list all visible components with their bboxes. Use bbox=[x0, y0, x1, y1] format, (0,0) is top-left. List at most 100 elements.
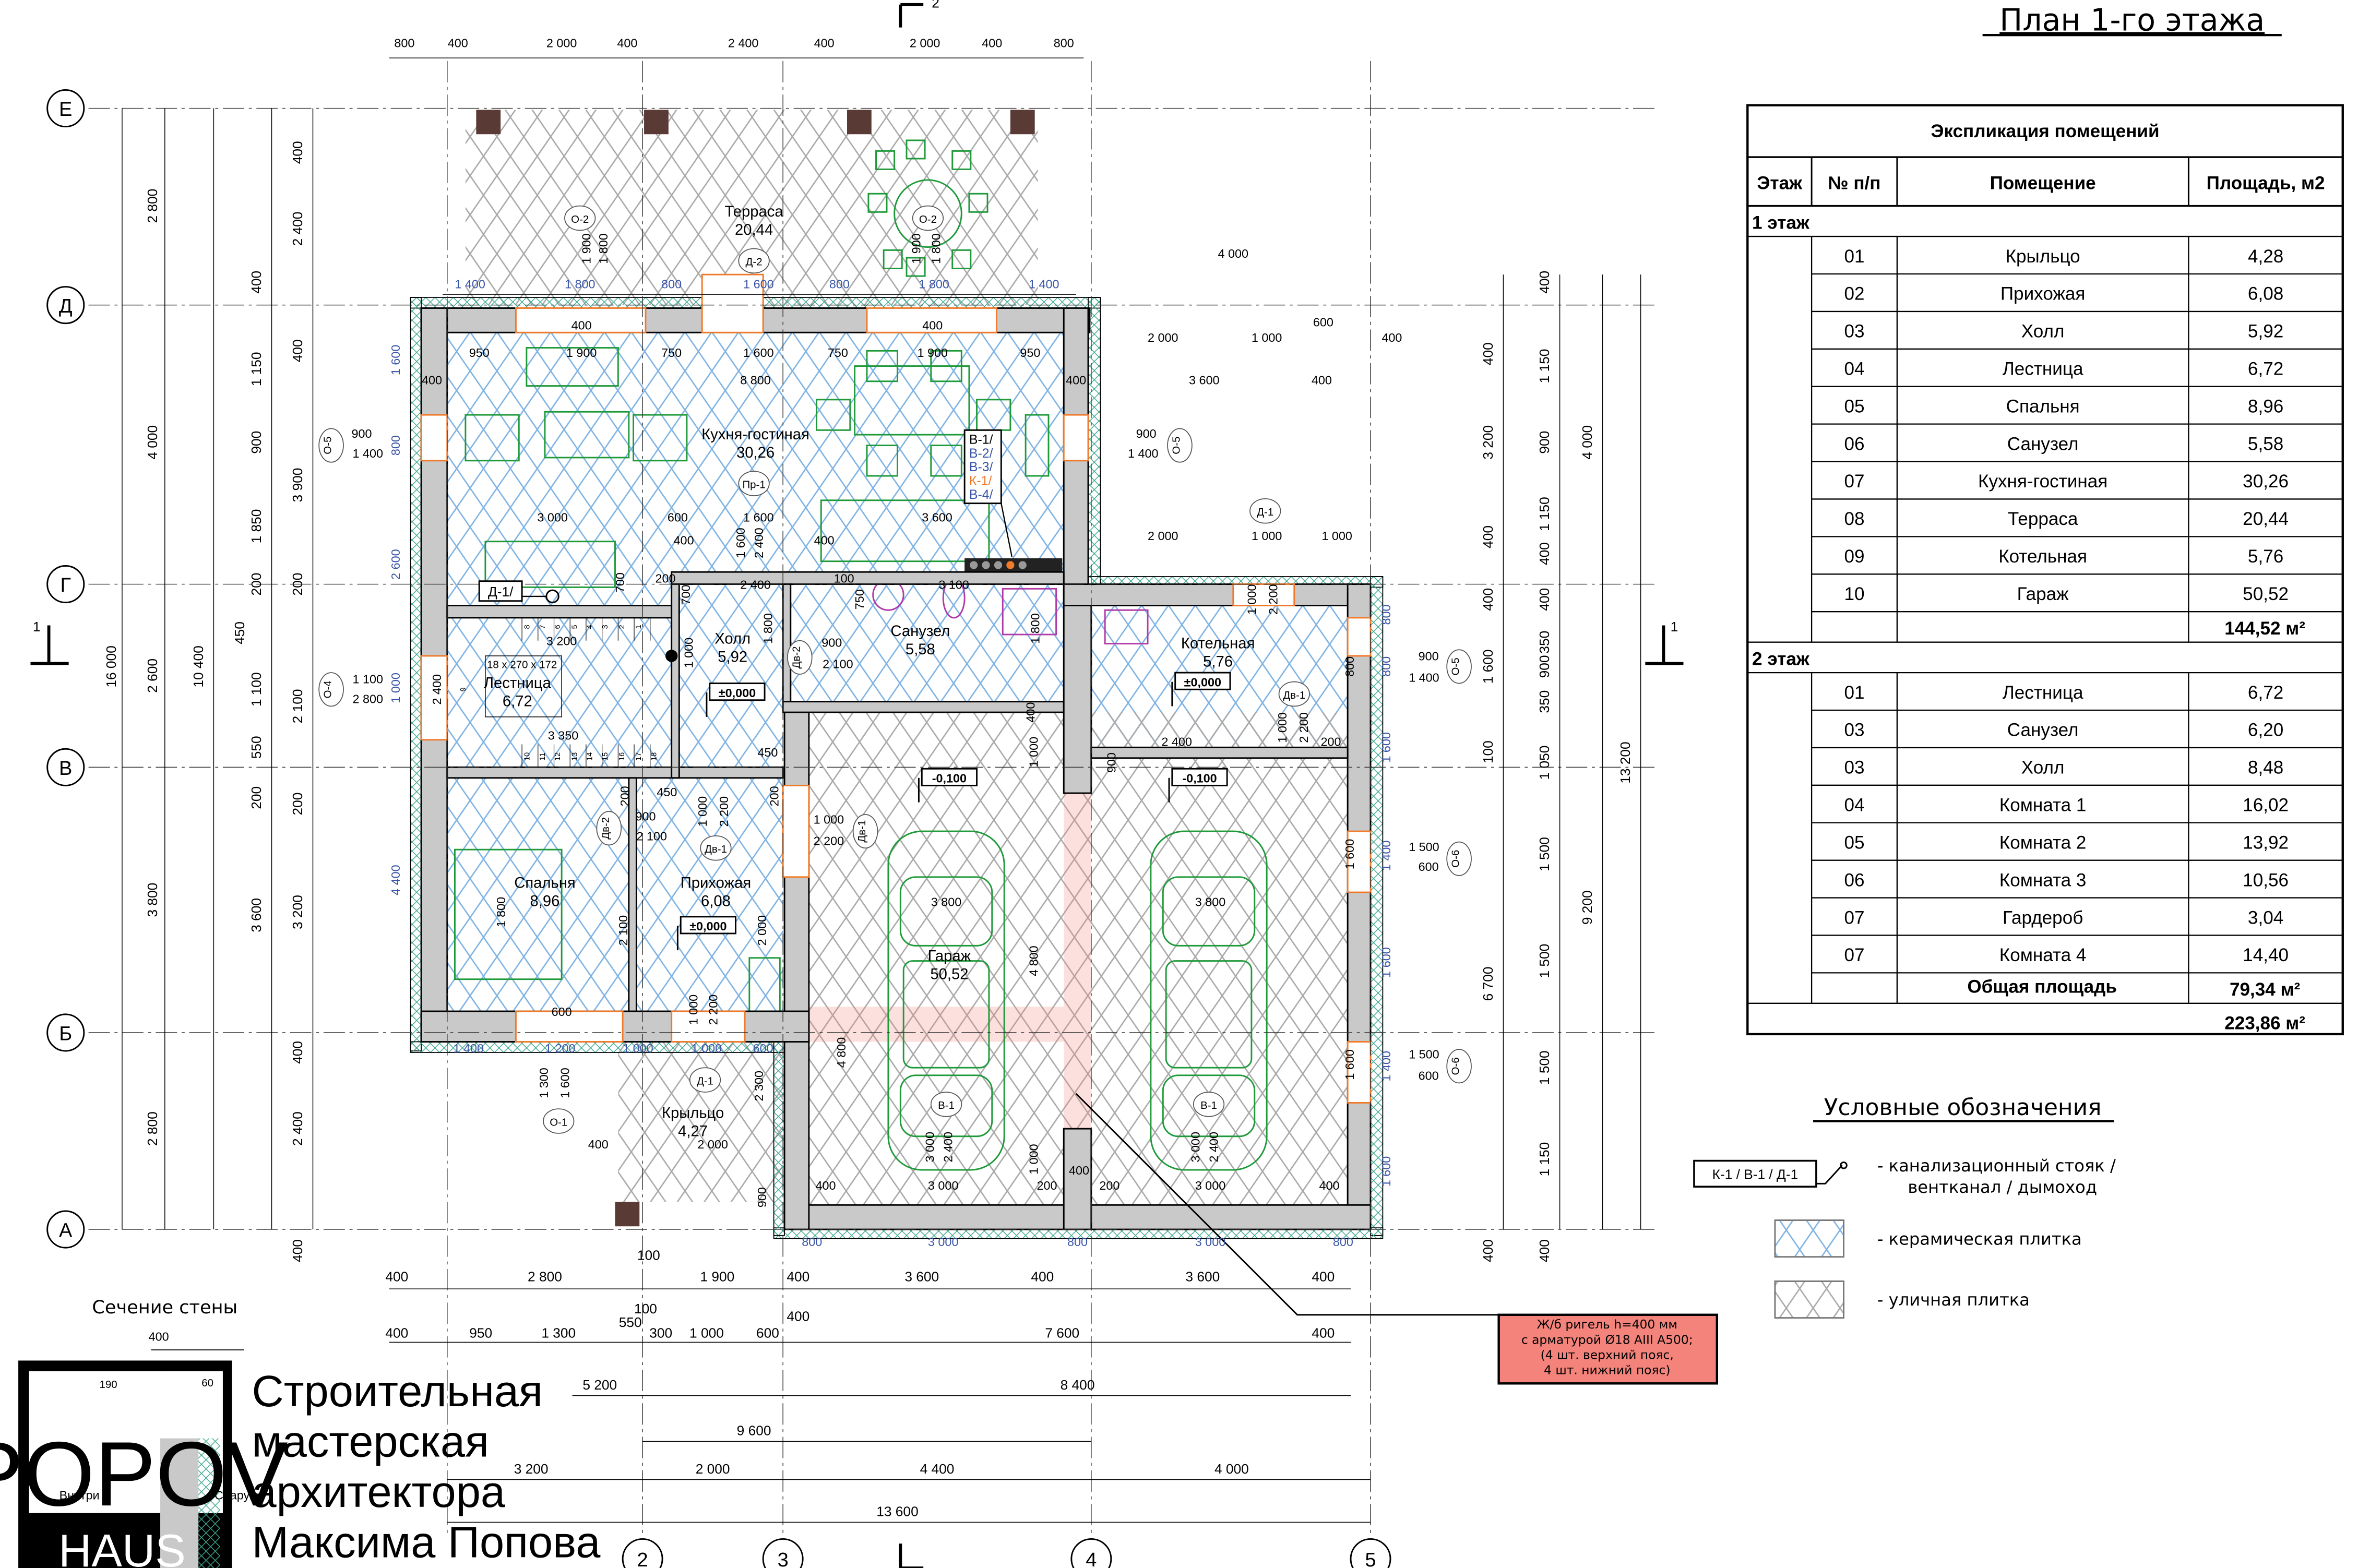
dimension-label: 3 100 bbox=[938, 578, 969, 591]
dimension-label: 1 400 bbox=[1379, 1051, 1393, 1081]
dimension-label: 400 bbox=[1537, 588, 1552, 611]
element-mark-label: О-5 bbox=[1170, 437, 1182, 454]
level-box bbox=[680, 916, 736, 935]
room-name-cell: Котельная bbox=[1998, 546, 2087, 567]
dimension-label: 400 bbox=[814, 534, 835, 547]
dimension-label: 2 800 bbox=[528, 1268, 562, 1284]
dimension-label: 9 600 bbox=[737, 1423, 771, 1439]
dimension-label: 400 bbox=[1480, 1239, 1496, 1262]
dimension-label: 1 000 bbox=[689, 1325, 724, 1341]
dimension-label: 2 400 bbox=[1207, 1132, 1221, 1162]
dimension-label: 400 bbox=[248, 271, 264, 294]
dimension-label: 400 bbox=[290, 141, 305, 164]
window-opening bbox=[1347, 617, 1372, 657]
element-mark-label: О-5 bbox=[322, 437, 334, 454]
room-area: 50,52 bbox=[930, 966, 968, 983]
page-title: План 1-го этажа bbox=[1999, 2, 2265, 38]
dimension-label: 3 600 bbox=[1185, 1268, 1220, 1284]
dimension-label: 2 100 bbox=[636, 830, 667, 843]
dimension-label: 400 bbox=[1024, 702, 1038, 723]
axis-marker bbox=[46, 286, 85, 325]
dimension-label: 7 600 bbox=[1045, 1325, 1079, 1341]
dimension-label: 2 200 bbox=[706, 995, 720, 1025]
riser-symbol-box bbox=[1693, 1159, 1817, 1188]
area-cell: 6,08 bbox=[2248, 284, 2283, 304]
dimension-label: 600 bbox=[1419, 860, 1439, 873]
dimension-label: 1 000 bbox=[814, 813, 844, 827]
dimension-label: 1 000 bbox=[696, 796, 709, 827]
dimension-label: 400 bbox=[1480, 588, 1496, 611]
room-name: Кухня-гостиная bbox=[701, 426, 809, 443]
dimension-label: 1 000 bbox=[1252, 529, 1282, 543]
dimension-label: 2 200 bbox=[814, 834, 844, 847]
dimension-label: 400 bbox=[814, 37, 835, 50]
riser-label: В-4/ bbox=[969, 488, 993, 502]
stair-step-number: 4 bbox=[586, 625, 594, 629]
dimension-label: 3 000 bbox=[1188, 1132, 1202, 1162]
dimension-label: 4 800 bbox=[835, 1037, 848, 1068]
beam-leader-line bbox=[1075, 1093, 1499, 1316]
dimension-label: 1 150 bbox=[248, 352, 264, 387]
dimension-label: 550 bbox=[619, 1314, 642, 1330]
wall bbox=[782, 701, 1065, 713]
dimension-label: 2 000 bbox=[546, 37, 577, 50]
room-name-cell: Прихожая bbox=[2000, 284, 2086, 304]
row-number: 01 bbox=[1844, 246, 1864, 267]
room-name-cell: Крыльцо bbox=[2006, 246, 2080, 267]
wall bbox=[1090, 746, 1349, 759]
element-mark bbox=[1446, 649, 1472, 684]
stair-step-number: 8 bbox=[523, 625, 532, 629]
level-mark: -0,100 bbox=[1182, 772, 1217, 785]
area-cell: 16,02 bbox=[2243, 795, 2289, 816]
car-rear-window bbox=[899, 1074, 993, 1138]
wall bbox=[783, 701, 810, 1230]
stair-post bbox=[665, 650, 678, 662]
room-name-cell: Спальня bbox=[2006, 396, 2080, 416]
legend-text: вентканал / дымоход bbox=[1908, 1177, 2097, 1197]
dimension-label: 10 400 bbox=[190, 645, 206, 687]
dimension-label: 800 bbox=[1343, 656, 1356, 677]
dimension-label: 800 bbox=[661, 277, 682, 291]
dimension-label: 2 800 bbox=[145, 1111, 160, 1146]
dimension-label: 900 bbox=[1419, 650, 1439, 663]
axis-marker bbox=[46, 1013, 85, 1052]
stair-step-number: 9 bbox=[459, 687, 468, 691]
dimension-label: 400 bbox=[922, 318, 943, 332]
axis-label: Б bbox=[59, 1023, 72, 1045]
legend-title: Условные обозначения bbox=[1824, 1094, 2102, 1121]
dimension-label: 1 600 bbox=[743, 277, 774, 291]
dimension-label: 400 bbox=[1382, 331, 1402, 344]
room-name-cell: Комната 4 bbox=[1999, 945, 2087, 965]
wall-section-title: Сечение стены bbox=[92, 1297, 237, 1318]
dimension-label: 2 600 bbox=[145, 659, 160, 693]
window-opening bbox=[671, 1010, 746, 1043]
element-mark-label: Пр-1 bbox=[742, 478, 765, 490]
dimension-label: 1 600 bbox=[1379, 1156, 1393, 1187]
legend-text: - керамическая плитка bbox=[1877, 1229, 2082, 1249]
level-mark: -0,100 bbox=[932, 772, 967, 785]
dimension-label: 200 bbox=[290, 573, 305, 596]
element-mark-label: Дв-1 bbox=[705, 843, 727, 855]
element-mark bbox=[1193, 1092, 1225, 1117]
dimension-label: 3 200 bbox=[514, 1461, 549, 1477]
dimension-label: 1 500 bbox=[1409, 1048, 1439, 1061]
dimension-label: 1 600 bbox=[743, 346, 774, 360]
room-area: 5,92 bbox=[718, 649, 747, 666]
window-opening bbox=[782, 784, 810, 878]
dimension-label: 2 200 bbox=[717, 796, 731, 827]
column bbox=[847, 110, 872, 135]
riser-pipe-icon bbox=[1018, 561, 1027, 569]
dimension-label: 8 400 bbox=[1061, 1377, 1095, 1393]
street-tile-swatch bbox=[1774, 1280, 1844, 1319]
wall bbox=[446, 605, 673, 619]
logo-text: POPOV bbox=[0, 1423, 288, 1525]
riser-pipe-icon bbox=[970, 561, 978, 569]
dimension-label: 400 bbox=[290, 339, 305, 362]
window-opening bbox=[701, 273, 764, 333]
dimension-label: 3 000 bbox=[537, 511, 568, 524]
dimension-label: 1 300 bbox=[537, 1068, 551, 1098]
floor1-total: 144,52 м² bbox=[2224, 618, 2305, 639]
